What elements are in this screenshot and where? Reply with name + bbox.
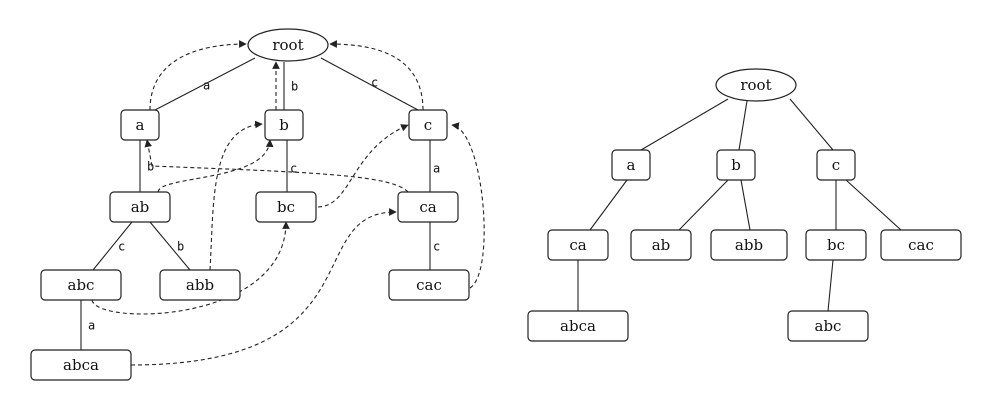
left-node-ab: ab <box>109 191 171 223</box>
left-node-label-abc: abc <box>68 276 95 294</box>
left-edge-label-root-b: b <box>291 80 298 94</box>
left-node-label-ab: ab <box>131 198 150 216</box>
left-node-label-a: a <box>136 116 145 134</box>
right-edge-b-abb <box>740 179 751 231</box>
right-node-ca: ca <box>547 229 609 261</box>
right-tree-edges <box>577 98 902 312</box>
right-node-label-abca: abca <box>560 317 596 335</box>
right-node-ab: ab <box>630 229 692 261</box>
left-node-c: c <box>408 109 448 141</box>
left-node-a: a <box>120 109 160 141</box>
left-node-label-abca: abca <box>63 356 99 374</box>
right-edge-c-cac <box>845 179 902 231</box>
fail-link-abb-b <box>209 120 263 271</box>
left-node-root: root <box>247 28 329 62</box>
right-node-abca: abca <box>527 310 629 342</box>
left-node-cac: cac <box>388 269 470 301</box>
left-edge-root-a <box>154 57 256 111</box>
fail-link-ca-a <box>144 139 409 193</box>
left-edge-ab-abb <box>149 221 191 271</box>
right-node-b: b <box>716 149 756 181</box>
right-node-abc: abc <box>787 310 869 342</box>
left-trie-fail-links <box>91 40 485 366</box>
right-node-label-bc: bc <box>827 236 845 254</box>
left-node-bc: bc <box>255 191 317 223</box>
right-node-abb: abb <box>710 229 788 261</box>
fail-link-abc-bc <box>91 221 290 315</box>
left-edge-label-ca-cac: c <box>433 240 440 254</box>
left-node-label-bc: bc <box>277 198 295 216</box>
left-edge-label-root-c: c <box>371 76 378 90</box>
left-node-label-abb: abb <box>186 276 214 294</box>
right-edge-b-ab <box>678 179 729 231</box>
left-edge-label-a-ab: b <box>147 160 154 174</box>
left-edge-label-b-bc: c <box>290 162 297 176</box>
right-node-label-ab: ab <box>652 236 671 254</box>
right-node-label-b: b <box>731 156 741 174</box>
fail-link-a-root <box>149 40 247 111</box>
right-edge-root-c <box>789 98 834 151</box>
fail-link-ab-b <box>157 139 274 193</box>
left-edge-label-ab-abc: c <box>118 240 125 254</box>
left-node-b: b <box>264 109 304 141</box>
left-edge-label-abc-abca: a <box>88 319 95 333</box>
right-edge-root-b <box>738 100 748 151</box>
right-node-root: root <box>715 68 797 102</box>
left-node-label-b: b <box>279 116 289 134</box>
right-node-label-ca: ca <box>569 236 586 254</box>
left-edge-label-ab-abb: b <box>177 240 184 254</box>
left-edge-ab-abc <box>92 221 133 271</box>
left-node-abc: abc <box>40 269 122 301</box>
left-node-abb: abb <box>159 269 241 301</box>
right-node-label-abc: abc <box>815 317 842 335</box>
left-edge-label-root-a: a <box>203 79 210 93</box>
left-node-label-ca: ca <box>419 198 436 216</box>
fail-link-bc-c <box>317 124 409 208</box>
right-node-label-abb: abb <box>735 236 763 254</box>
left-node-abca: abca <box>30 349 132 381</box>
fail-link-c-root <box>329 40 424 111</box>
right-edge-a-ca <box>589 179 628 231</box>
fail-link-cac-c <box>451 122 485 289</box>
left-edge-label-c-ca: a <box>433 162 440 176</box>
right-node-c: c <box>816 149 856 181</box>
left-node-label-cac: cac <box>416 276 442 294</box>
right-node-label-a: a <box>627 156 636 174</box>
right-node-cac: cac <box>880 229 962 261</box>
right-node-label-cac: cac <box>908 236 934 254</box>
left-node-label-root: root <box>272 36 303 54</box>
left-node-ca: ca <box>397 191 459 223</box>
right-node-a: a <box>611 149 651 181</box>
right-node-label-c: c <box>832 156 840 174</box>
left-node-label-c: c <box>424 116 432 134</box>
left-edge-root-c <box>320 57 419 111</box>
right-edge-root-a <box>640 98 729 151</box>
fail-link-abca-ca <box>130 208 397 366</box>
right-edge-bc-abc <box>827 259 834 312</box>
right-node-label-root: root <box>740 76 771 94</box>
right-node-bc: bc <box>805 229 867 261</box>
